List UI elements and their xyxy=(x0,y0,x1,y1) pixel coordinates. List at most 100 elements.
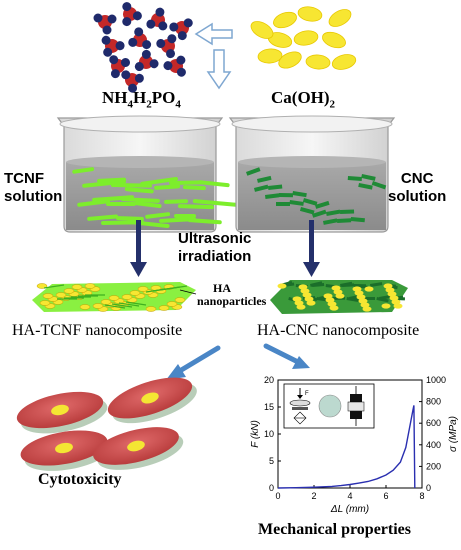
cell xyxy=(93,427,184,470)
y-left-tick-label: 10 xyxy=(264,429,274,439)
molecule xyxy=(101,35,125,57)
ha-tcnf-mat-icon xyxy=(32,282,196,312)
caoh2-particle xyxy=(331,54,357,70)
cnc-crystal xyxy=(340,209,355,214)
x-tick-label: 2 xyxy=(311,491,316,501)
ha-particle xyxy=(323,293,333,299)
ha-particle xyxy=(36,283,48,289)
cnc-crystal xyxy=(312,209,327,218)
ha-particle xyxy=(362,306,372,312)
cnc-crystal xyxy=(302,197,318,206)
cnc-crystal xyxy=(355,283,368,289)
ha-particle xyxy=(137,286,149,292)
down-arrow-right-icon xyxy=(303,220,320,277)
ha-cnc-caption: HA-CNC nanocomposite xyxy=(257,322,420,339)
molecule xyxy=(128,27,152,50)
tcnf-fiber xyxy=(87,214,119,221)
tcnf-strand xyxy=(43,284,65,289)
ha-particle xyxy=(354,290,364,296)
arrow-to-cytotoxicity-icon xyxy=(166,345,221,380)
cnc-crystal xyxy=(289,200,304,206)
tcnf-fiber xyxy=(154,184,181,190)
tcnf-fiber xyxy=(192,199,238,207)
ha-particle xyxy=(158,305,170,311)
ha-particle xyxy=(352,286,362,292)
cnc-crystal xyxy=(265,193,280,199)
phosphate-molecules-icon xyxy=(93,2,193,93)
ha-particle xyxy=(306,300,316,306)
cell xyxy=(20,430,112,471)
molecule xyxy=(134,49,159,72)
caoh2-particle xyxy=(278,51,302,69)
y-left-tick-label: 5 xyxy=(269,456,274,466)
cytotoxicity-label: Cytotoxicity xyxy=(38,471,122,488)
ha-particle xyxy=(364,286,374,292)
ha-particle xyxy=(329,305,339,311)
cnc-crystal xyxy=(342,283,355,287)
arrow-to-mechanical-icon xyxy=(263,343,310,369)
cnc-crystal xyxy=(370,282,383,287)
tcnf-fiber xyxy=(97,177,127,183)
ha-particle xyxy=(71,284,83,290)
ha-particle xyxy=(108,295,120,301)
cnc-crystal xyxy=(257,175,272,183)
ha-particle xyxy=(391,299,401,305)
ha-particle xyxy=(381,303,391,309)
molecule xyxy=(93,13,117,35)
ha-particle xyxy=(331,285,341,291)
cnc-crystal xyxy=(253,184,269,192)
tcnf-fiber xyxy=(177,204,214,210)
ha-particle xyxy=(360,302,370,308)
ha-particle xyxy=(121,294,133,300)
ha-particle xyxy=(55,292,67,298)
molecule xyxy=(122,2,142,27)
ha-particle xyxy=(304,296,314,302)
x-tick-label: 4 xyxy=(347,491,352,501)
cnc-crystal xyxy=(337,218,352,223)
y-right-axis-label: σ (MPa) xyxy=(448,416,459,452)
ha-particle xyxy=(298,284,308,290)
caoh2-particle xyxy=(297,6,323,22)
cnc-crystal xyxy=(350,217,365,223)
molecule xyxy=(169,18,193,41)
ha-particle xyxy=(300,288,310,294)
y-right-tick-label: 400 xyxy=(426,440,441,450)
cnc-crystal xyxy=(361,173,376,181)
tcnf-strand xyxy=(145,288,167,293)
series-line xyxy=(277,405,416,489)
tcnf-fiber xyxy=(145,212,171,219)
ha-particle xyxy=(356,294,366,300)
tcnf-strand xyxy=(125,301,147,306)
ha-tcnf-caption: HA-TCNF nanocomposite xyxy=(12,322,183,339)
molecule xyxy=(163,55,186,77)
formula-calcium-hydroxide: Ca(OH)2 xyxy=(271,88,336,111)
x-tick-label: 8 xyxy=(419,491,424,501)
ha-particle xyxy=(333,289,343,295)
cnc-crystal xyxy=(268,184,283,190)
cnc-crystal xyxy=(363,297,375,300)
tcnf-fiber xyxy=(187,218,222,225)
tcnf-fiber xyxy=(174,214,196,218)
ha-particle xyxy=(296,304,306,310)
cells-icon xyxy=(16,377,197,471)
ha-particle xyxy=(302,292,312,298)
beaker-left-icon xyxy=(56,115,238,233)
cnc-crystal xyxy=(379,294,392,300)
cnc-crystal xyxy=(358,182,373,190)
tcnf-strand xyxy=(104,304,126,309)
ha-particle xyxy=(385,287,395,293)
ha-particle xyxy=(92,303,104,309)
down-arrow-left-icon xyxy=(130,220,147,277)
ha-particle xyxy=(389,295,399,301)
y-left-tick-label: 20 xyxy=(264,375,274,385)
ha-particle xyxy=(294,300,304,306)
cnc-crystal xyxy=(314,200,330,209)
y-right-tick-label: 600 xyxy=(426,418,441,428)
ha-particle xyxy=(129,290,141,296)
ha-particle xyxy=(387,291,397,297)
x-axis-label: ΔL (mm) xyxy=(330,504,369,515)
tcnf-fiber xyxy=(134,201,162,209)
molecule xyxy=(109,55,130,79)
